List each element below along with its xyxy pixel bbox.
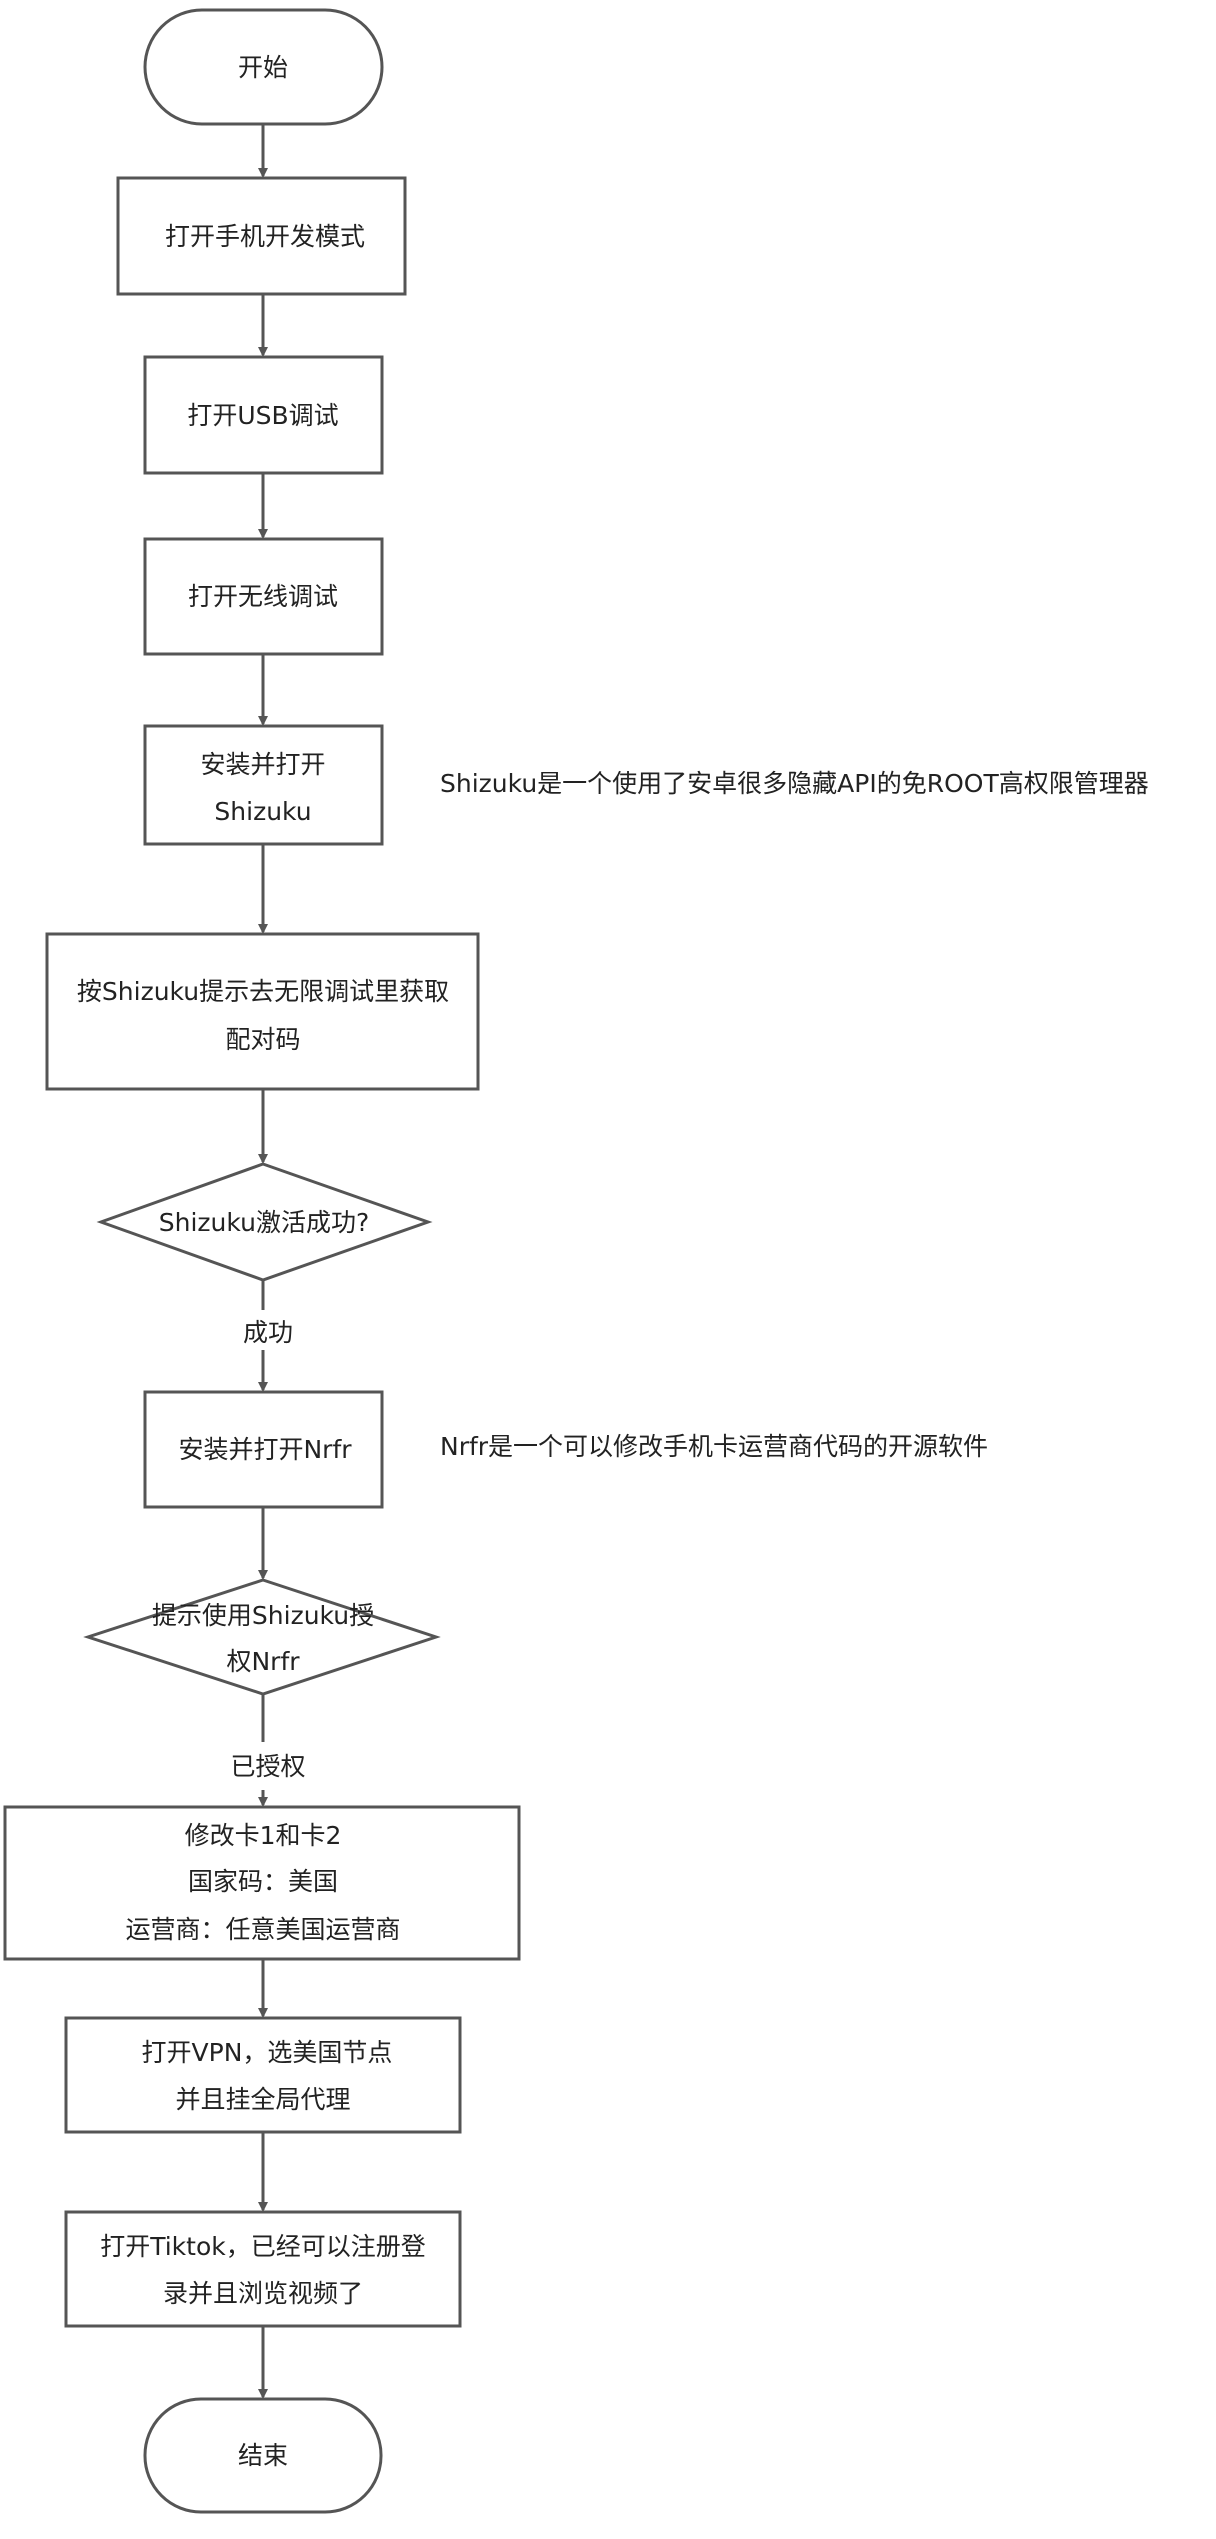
- step-label: 安装并打开Nrfr: [178, 1435, 352, 1464]
- step-label: 国家码：美国: [188, 1867, 338, 1896]
- step-label: 安装并打开: [200, 750, 325, 779]
- step-modify-card: 修改卡1和卡2 国家码：美国 运营商：任意美国运营商: [3, 1805, 521, 1961]
- decision-label: Shizuku激活成功?: [159, 1208, 369, 1237]
- edge-label-authorized: 已授权: [230, 1752, 305, 1781]
- step-label: 按Shizuku提示去无限调试里获取: [77, 977, 449, 1006]
- end-label: 结束: [238, 2441, 288, 2470]
- step-label: 打开无线调试: [188, 582, 338, 611]
- note-nrfr: Nrfr是一个可以修改手机卡运营商代码的开源软件: [440, 1432, 988, 1461]
- decision-label: 提示使用Shizuku授: [152, 1601, 374, 1630]
- step-label: Shizuku: [214, 797, 311, 826]
- decision-label: 权Nrfr: [226, 1647, 300, 1676]
- decision-authorize: 提示使用Shizuku授 权Nrfr: [83, 1578, 441, 1696]
- step-dev-mode: 打开手机开发模式: [116, 176, 407, 296]
- step-label: 打开USB调试: [187, 401, 338, 430]
- step-install-nrfr: 安装并打开Nrfr: [143, 1390, 384, 1509]
- start-label: 开始: [238, 53, 288, 82]
- step-label: 运营商：任意美国运营商: [125, 1915, 400, 1944]
- step-label: 录并且浏览视频了: [163, 2279, 363, 2308]
- step-label: 修改卡1和卡2: [185, 1821, 342, 1850]
- decision-shizuku-active: Shizuku激活成功?: [96, 1162, 433, 1282]
- step-vpn: 打开VPN，选美国节点 并且挂全局代理: [64, 2016, 462, 2134]
- step-wireless-debug: 打开无线调试: [143, 537, 384, 656]
- step-usb-debug: 打开USB调试: [143, 355, 384, 475]
- step-label: 打开VPN，选美国节点: [142, 2038, 393, 2067]
- end-terminator: 结束: [143, 2397, 383, 2514]
- step-label: 打开Tiktok，已经可以注册登: [100, 2232, 426, 2261]
- note-shizuku: Shizuku是一个使用了安卓很多隐藏API的免ROOT高权限管理器: [440, 769, 1149, 798]
- step-install-shizuku: 安装并打开 Shizuku: [143, 724, 384, 846]
- start-terminator: 开始: [143, 8, 384, 126]
- step-pair-code: 按Shizuku提示去无限调试里获取 配对码: [45, 932, 480, 1091]
- edge-label-success: 成功: [243, 1318, 293, 1347]
- step-label: 并且挂全局代理: [175, 2085, 350, 2114]
- step-tiktok: 打开Tiktok，已经可以注册登 录并且浏览视频了: [64, 2210, 462, 2328]
- step-label: 打开手机开发模式: [165, 222, 365, 251]
- step-label: 配对码: [225, 1025, 300, 1054]
